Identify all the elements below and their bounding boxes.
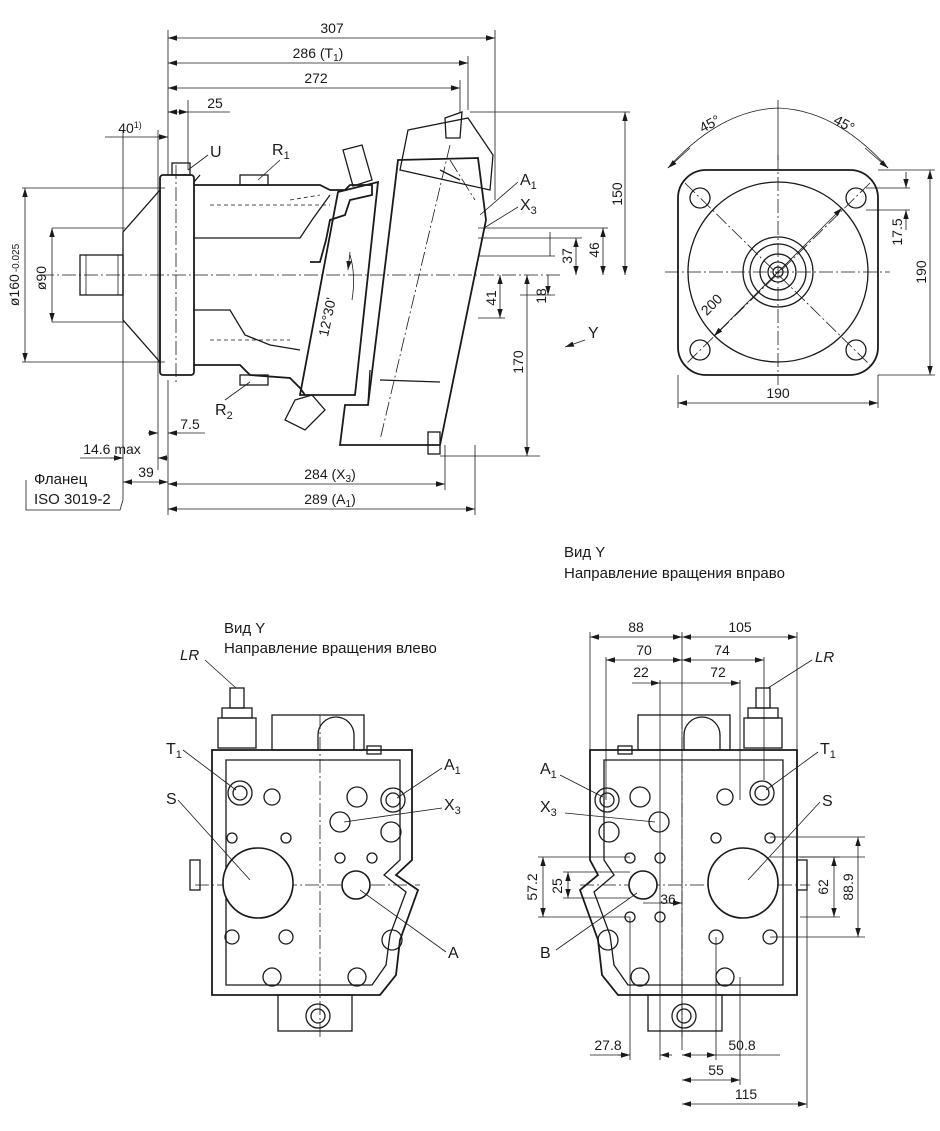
view-left-LR: LR bbox=[180, 647, 199, 664]
dim-37: 37 bbox=[559, 248, 575, 264]
dim-14-6: 14.6 max bbox=[83, 441, 141, 457]
dim-39: 39 bbox=[138, 464, 154, 480]
dim-170: 170 bbox=[510, 350, 526, 374]
label-U: U bbox=[210, 144, 222, 161]
dim-200: 200 bbox=[698, 290, 726, 318]
dim-150: 150 bbox=[609, 182, 625, 206]
svg-text:401): 401) bbox=[118, 120, 142, 136]
dim-284: 284 (X bbox=[304, 466, 346, 482]
dim-7-5: 7.5 bbox=[180, 416, 200, 432]
view-left-X3: X bbox=[444, 797, 455, 814]
view-left-subtitle: Направление вращения влево bbox=[224, 640, 437, 657]
dim-72: 72 bbox=[710, 664, 726, 680]
dim-50-8: 50.8 bbox=[728, 1037, 755, 1053]
dim-41: 41 bbox=[483, 290, 499, 306]
dim-57-2: 57.2 bbox=[524, 873, 540, 900]
dim-74: 74 bbox=[714, 642, 730, 658]
dim-40: 40 bbox=[118, 120, 134, 136]
svg-text:284 (X3): 284 (X3) bbox=[304, 466, 355, 485]
dim-90: ø90 bbox=[33, 266, 49, 290]
dim-27-8: 27.8 bbox=[594, 1037, 621, 1053]
angle-45-left: 45° bbox=[697, 112, 723, 136]
svg-text:X3: X3 bbox=[444, 797, 461, 817]
svg-text:T1: T1 bbox=[820, 741, 836, 761]
dim-115: 115 bbox=[735, 1086, 758, 1102]
view-left-title: Вид Y bbox=[224, 620, 265, 637]
svg-text:289 (A1): 289 (A1) bbox=[304, 491, 355, 510]
dim-190-h: 190 bbox=[766, 385, 790, 401]
dim-105: 105 bbox=[728, 619, 752, 635]
dim-272: 272 bbox=[304, 70, 328, 86]
view-left-A1: A bbox=[444, 757, 455, 774]
svg-text:X3: X3 bbox=[520, 197, 537, 217]
dim-88: 88 bbox=[628, 619, 644, 635]
label-Y: Y bbox=[588, 325, 599, 342]
view-left-T1: T bbox=[166, 741, 176, 758]
view-left-A: A bbox=[448, 945, 459, 962]
dim-55: 55 bbox=[708, 1062, 724, 1078]
dim-62: 62 bbox=[815, 879, 831, 895]
front-view: 45° 45° 17.5 190 190 200 bbox=[665, 100, 935, 408]
dim-289: 289 (A bbox=[304, 491, 346, 507]
dim-22: 22 bbox=[633, 664, 649, 680]
dim-25-r: 25 bbox=[549, 878, 565, 894]
view-right-title: Вид Y bbox=[564, 544, 605, 561]
svg-text:X3: X3 bbox=[540, 799, 557, 819]
svg-text:T1: T1 bbox=[166, 741, 182, 761]
side-view: 307 286 (T1) 272 25 401) ø90 ø160-0.025 bbox=[6, 20, 630, 515]
svg-text:R1: R1 bbox=[272, 142, 290, 162]
view-right-B: B bbox=[540, 945, 551, 962]
view-left-S: S bbox=[166, 791, 177, 808]
view-right-A1: A bbox=[540, 761, 551, 778]
label-X3: X bbox=[520, 197, 531, 214]
svg-text:ø160-0.025: ø160-0.025 bbox=[6, 243, 22, 306]
view-right-S: S bbox=[822, 793, 833, 810]
flange-standard: ISO 3019-2 bbox=[34, 491, 111, 508]
dim-160: ø160 bbox=[6, 274, 22, 306]
label-A1: A bbox=[520, 172, 531, 189]
dim-36: 36 bbox=[660, 891, 676, 907]
svg-text:A1: A1 bbox=[540, 761, 557, 781]
svg-text:A1: A1 bbox=[444, 757, 461, 777]
dim-88-9: 88.9 bbox=[840, 873, 856, 900]
label-R1: R bbox=[272, 142, 284, 159]
svg-text:A1: A1 bbox=[520, 172, 537, 192]
dim-190-v: 190 bbox=[913, 260, 929, 284]
svg-text:R2: R2 bbox=[215, 402, 233, 422]
dim-17-5: 17.5 bbox=[889, 218, 905, 245]
svg-text:286 (T1): 286 (T1) bbox=[293, 45, 344, 64]
view-y-right: Вид Y Направление вращения вправо LR 88 … bbox=[524, 544, 865, 1108]
dim-25: 25 bbox=[207, 95, 223, 111]
dim-46: 46 bbox=[586, 242, 602, 258]
view-y-left: Вид Y Направление вращения влево LR bbox=[166, 620, 461, 1040]
flange-label: Фланец bbox=[34, 471, 88, 488]
view-right-T1: T bbox=[820, 741, 830, 758]
dim-286: 286 (T bbox=[293, 45, 334, 61]
dim-70: 70 bbox=[636, 642, 652, 658]
angle-45-right: 45° bbox=[831, 112, 857, 136]
dim-307: 307 bbox=[320, 20, 344, 36]
dim-18: 18 bbox=[533, 288, 549, 304]
angle-label: 12°30' bbox=[315, 296, 339, 338]
view-right-X3: X bbox=[540, 799, 551, 816]
label-R2: R bbox=[215, 402, 227, 419]
view-right-subtitle: Направление вращения вправо bbox=[564, 565, 785, 582]
view-right-LR: LR bbox=[815, 649, 834, 666]
